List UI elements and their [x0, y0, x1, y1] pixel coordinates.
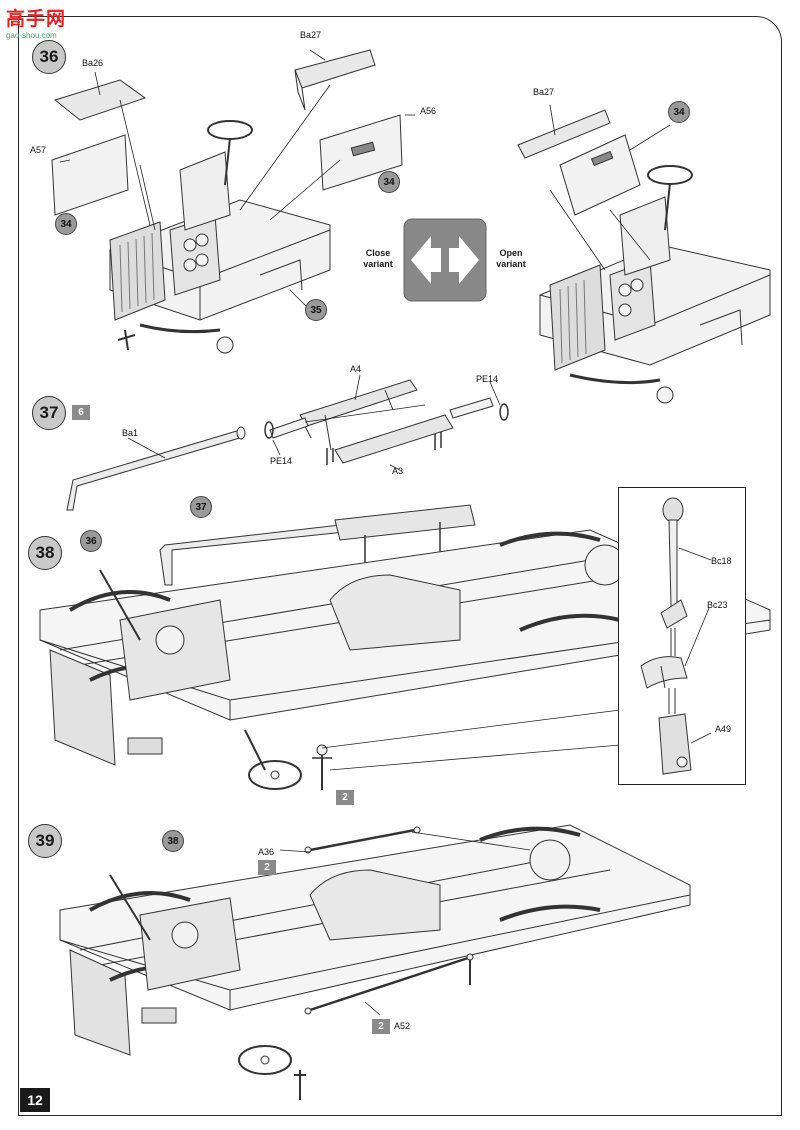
part-label-a52: A52	[394, 1021, 411, 1031]
open-variant-text: Open variant	[496, 248, 526, 269]
part-label-ba27-right: Ba27	[533, 87, 555, 97]
open-variant-label: Open variant	[488, 248, 534, 270]
exhaust-assembly-drawing	[55, 370, 525, 520]
lever-detail-inset: Bc18 Bc23 A49	[618, 487, 746, 785]
truck-open-variant-drawing	[510, 95, 780, 415]
part-label-a57: A57	[30, 145, 47, 155]
step-38-number: 38	[28, 536, 62, 570]
step-ref-37: 37	[190, 496, 212, 518]
part-label-a49: A49	[715, 724, 732, 734]
part-label-bc23: Bc23	[707, 600, 728, 610]
step-ref-34-a: 34	[55, 213, 77, 235]
part-label-pe14-left: PE14	[270, 456, 293, 466]
page-frame	[18, 16, 782, 1116]
close-variant-text: Close variant	[363, 248, 393, 269]
part-label-a36: A36	[258, 847, 275, 857]
watermark-logo: 高手网 gao-shou.com	[6, 4, 66, 40]
watermark-url: gao-shou.com	[6, 31, 57, 40]
part-label-a3: A3	[392, 466, 404, 476]
part-label-ba1: Ba1	[122, 428, 139, 438]
step-ref-38: 38	[162, 830, 184, 852]
part-label-a4: A4	[350, 364, 362, 374]
step-39-a36-quantity-badge: 2	[258, 860, 276, 875]
part-label-a56: A56	[420, 106, 437, 116]
step-ref-34-c: 34	[668, 101, 690, 123]
step-ref-35: 35	[305, 299, 327, 321]
chassis-step39-drawing	[50, 790, 700, 1110]
step-39-number: 39	[28, 824, 62, 858]
part-label-bc18: Bc18	[711, 556, 732, 566]
step-37-number: 37	[32, 396, 66, 430]
step-ref-34-b: 34	[378, 171, 400, 193]
step-36-number: 36	[32, 40, 66, 74]
part-label-ba26: Ba26	[82, 58, 104, 68]
chassis-step38-drawing	[30, 490, 770, 810]
step-39-a52-quantity-badge: 2	[372, 1019, 390, 1034]
variant-switch-icon	[403, 218, 487, 302]
watermark-text: 高手网	[6, 9, 67, 30]
part-label-pe14-right: PE14	[476, 374, 499, 384]
page-number: 12	[20, 1088, 50, 1112]
step-ref-36: 36	[80, 530, 102, 552]
step-37-quantity-badge: 6	[72, 405, 90, 420]
lever-parts-drawing	[619, 488, 747, 786]
step-38-quantity-badge: 2	[336, 790, 354, 805]
part-label-ba27-left: Ba27	[300, 30, 322, 40]
close-variant-label: Close variant	[355, 248, 401, 270]
truck-close-variant-drawing	[40, 30, 360, 370]
